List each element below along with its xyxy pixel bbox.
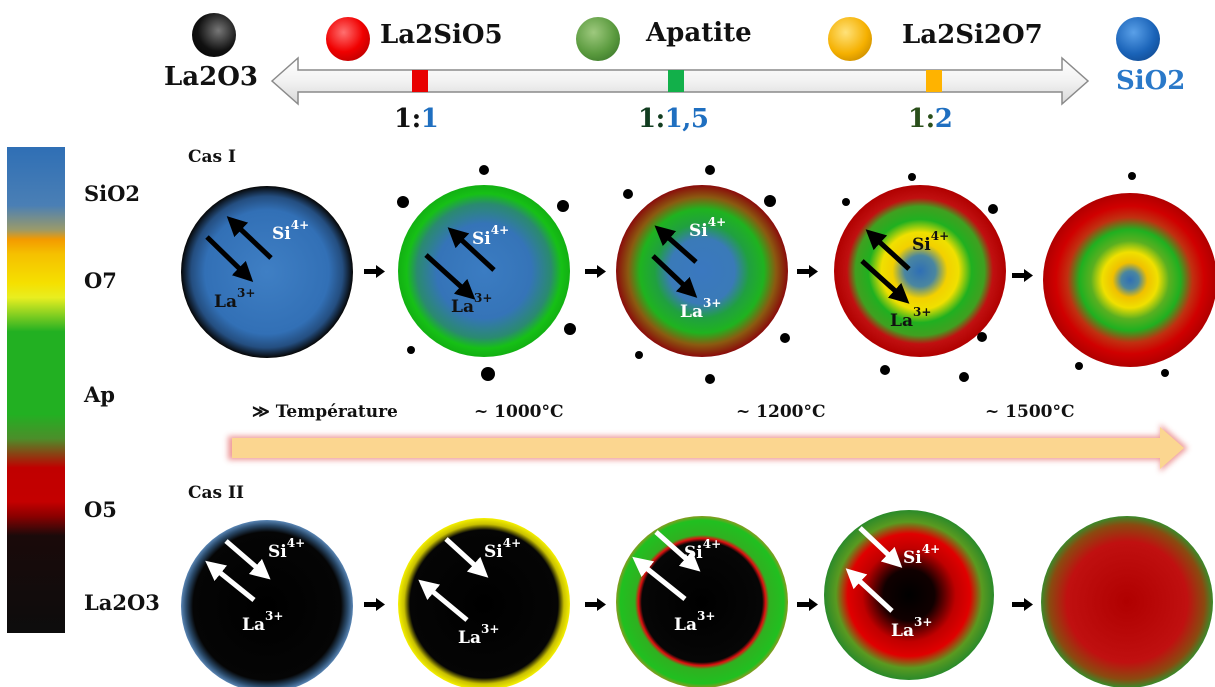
ratio-1-1-5: 1:1,5 — [638, 104, 709, 134]
ratio-1-1: 1:1 — [394, 104, 439, 134]
case1-stage5-particle — [1043, 193, 1215, 367]
case2-stage4-particle — [824, 510, 994, 680]
la2si2o7-label: La2Si2O7 — [902, 20, 1043, 50]
case2-si-label-2: Si4+ — [484, 536, 521, 562]
apatite-sphere — [576, 17, 620, 61]
ratio-1-2-b: 2 — [934, 104, 953, 134]
case1-si-label-1: Si4+ — [272, 218, 309, 244]
case1-stage4-particle — [834, 185, 1006, 357]
case2-stage3-particle — [616, 516, 788, 687]
la2sio5-sphere — [326, 17, 370, 61]
legend-label-ap: Ap — [84, 382, 115, 407]
case1-stage2-particle — [398, 185, 570, 357]
arrow-right-icon — [364, 598, 385, 611]
temperature-label: ≫ Température — [252, 402, 398, 422]
legend-label-o7: O7 — [84, 268, 117, 293]
case2-la-label-2: La3+ — [458, 622, 499, 648]
arrow-right-icon — [585, 598, 606, 611]
case2-diffusion-arrows — [205, 526, 903, 622]
case1-stage3-particle — [616, 185, 788, 357]
case1-ion-labels: Si4+ La3+ Si4+ La3+ Si4+ La3+ Si4+ La3+ — [214, 215, 949, 331]
case2-si-label-3: Si4+ — [684, 537, 721, 563]
case1-la-label-4: La3+ — [890, 305, 931, 331]
temperature-arrow — [220, 418, 1195, 478]
arrow-right-icon — [1012, 598, 1033, 611]
case2-ion-labels: Si4+ La3+ Si4+ La3+ Si4+ La3+ Si4+ La3+ — [242, 536, 940, 648]
la2o3-label: La2O3 — [164, 62, 258, 92]
la2o3-label-text: La2O3 — [164, 62, 258, 92]
legend-label-sio2: SiO2 — [84, 181, 141, 206]
tick-la2si2o7 — [926, 70, 942, 92]
arrow-right-icon — [1012, 269, 1033, 282]
sio2-label: SiO2 — [1116, 66, 1186, 96]
case2-stage2-particle — [398, 518, 570, 687]
case1-si-label-4: Si4+ — [912, 229, 949, 255]
case1-stage1-particle — [181, 186, 353, 358]
apatite-label: Apatite — [646, 18, 752, 48]
ratio-1-1-5-b: 1,5 — [664, 104, 709, 134]
sio2-particle-dots — [397, 165, 1169, 384]
tick-apatite — [668, 70, 684, 92]
sio2-sphere — [1116, 17, 1160, 61]
case2-si-label-1: Si4+ — [268, 536, 305, 562]
case1-la-label-2: La3+ — [451, 291, 492, 317]
case1-diffusion-arrows — [205, 216, 911, 304]
ratio-1-1-b: 1 — [420, 104, 439, 134]
case1-si-label-2: Si4+ — [472, 223, 509, 249]
arrow-right-icon — [364, 265, 385, 278]
arrow-right-icon — [797, 598, 818, 611]
ratio-1-1-a: 1: — [394, 104, 421, 134]
case2-la-label-4: La3+ — [891, 615, 932, 641]
ratio-1-2-a: 1: — [908, 104, 935, 134]
temperature-1200: ~ 1200°C — [736, 402, 826, 422]
case2-si-label-4: Si4+ — [903, 542, 940, 568]
ratio-1-1-5-a: 1: — [638, 104, 665, 134]
la2o3-sphere — [192, 13, 236, 57]
ratio-1-2: 1:2 — [908, 104, 953, 134]
arrow-right-icon — [585, 265, 606, 278]
legend-label-la2o3: La2O3 — [84, 590, 160, 615]
arrow-right-icon — [797, 265, 818, 278]
case2-title: Cas II — [188, 483, 244, 503]
case2-stage5-particle — [1041, 516, 1213, 687]
case2-la-label-3: La3+ — [674, 609, 715, 635]
case2-stage1-particle — [181, 520, 353, 687]
la2si2o7-sphere — [828, 17, 872, 61]
color-legend-bar — [7, 147, 65, 633]
case1-si-label-3: Si4+ — [689, 215, 726, 241]
temperature-1500: ~ 1500°C — [985, 402, 1075, 422]
case1-la-label-1: La3+ — [214, 286, 255, 312]
case1-title: Cas I — [188, 147, 236, 167]
case1-la-label-3: La3+ — [680, 296, 721, 322]
legend-label-o5: O5 — [84, 497, 117, 522]
temperature-arrow-icon — [228, 424, 1188, 472]
la2sio5-label: La2SiO5 — [380, 20, 503, 50]
temperature-1000: ~ 1000°C — [474, 402, 564, 422]
tick-la2sio5 — [412, 70, 428, 92]
case2-la-label-1: La3+ — [242, 609, 283, 635]
